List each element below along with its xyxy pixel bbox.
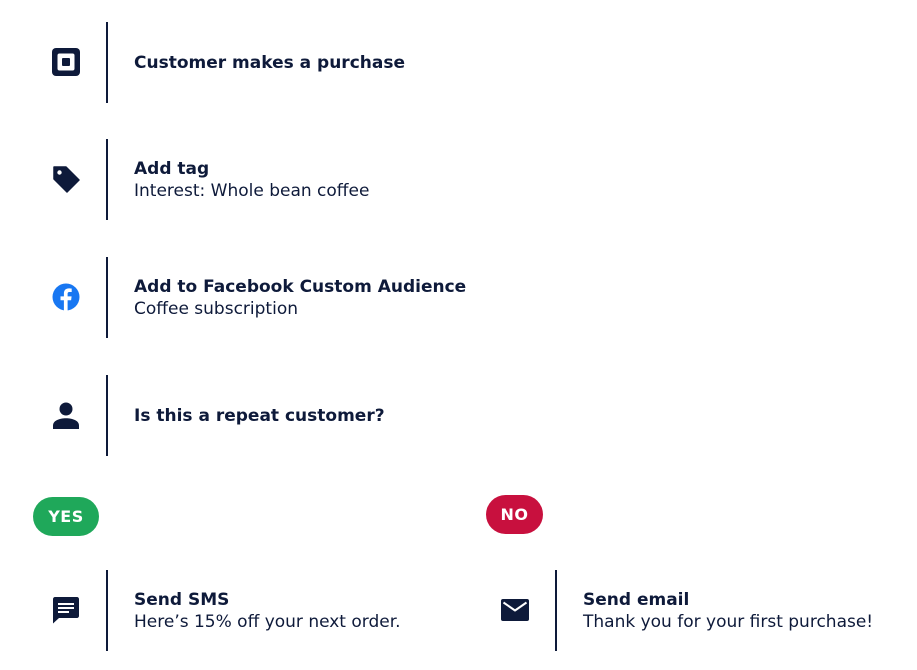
- facebook-icon: [51, 282, 81, 312]
- step-divider: [106, 257, 108, 338]
- step-divider: [106, 570, 108, 651]
- square-logo-icon: [51, 47, 81, 77]
- step-title: Customer makes a purchase: [134, 52, 405, 73]
- step-title: Add tag: [134, 158, 210, 179]
- step-add-tag: Add tag Interest: Whole bean coffee: [51, 139, 471, 220]
- step-divider: [106, 375, 108, 456]
- step-customer-purchase: Customer makes a purchase: [51, 22, 471, 103]
- person-icon: [51, 400, 81, 430]
- chat-message-icon: [51, 595, 81, 625]
- step-subtitle: Coffee subscription: [134, 298, 298, 319]
- step-subtitle: Thank you for your first purchase!: [583, 611, 874, 632]
- step-subtitle: Interest: Whole bean coffee: [134, 180, 370, 201]
- step-title: Is this a repeat customer?: [134, 405, 385, 426]
- step-send-sms: Send SMS Here’s 15% off your next order.: [51, 570, 451, 651]
- step-facebook-audience: Add to Facebook Custom Audience Coffee s…: [51, 257, 471, 338]
- step-divider: [106, 22, 108, 103]
- no-branch-badge: NO: [486, 495, 543, 534]
- step-title: Add to Facebook Custom Audience: [134, 276, 467, 297]
- yes-branch-badge: YES: [33, 497, 99, 536]
- step-send-email: Send email Thank you for your first purc…: [500, 570, 910, 651]
- step-repeat-customer-check: Is this a repeat customer?: [51, 375, 471, 456]
- tag-icon: [51, 164, 81, 194]
- step-subtitle: Here’s 15% off your next order.: [134, 611, 401, 632]
- step-title: Send email: [583, 589, 690, 610]
- step-title: Send SMS: [134, 589, 230, 610]
- envelope-icon: [500, 595, 530, 625]
- step-divider: [106, 139, 108, 220]
- step-divider: [555, 570, 557, 651]
